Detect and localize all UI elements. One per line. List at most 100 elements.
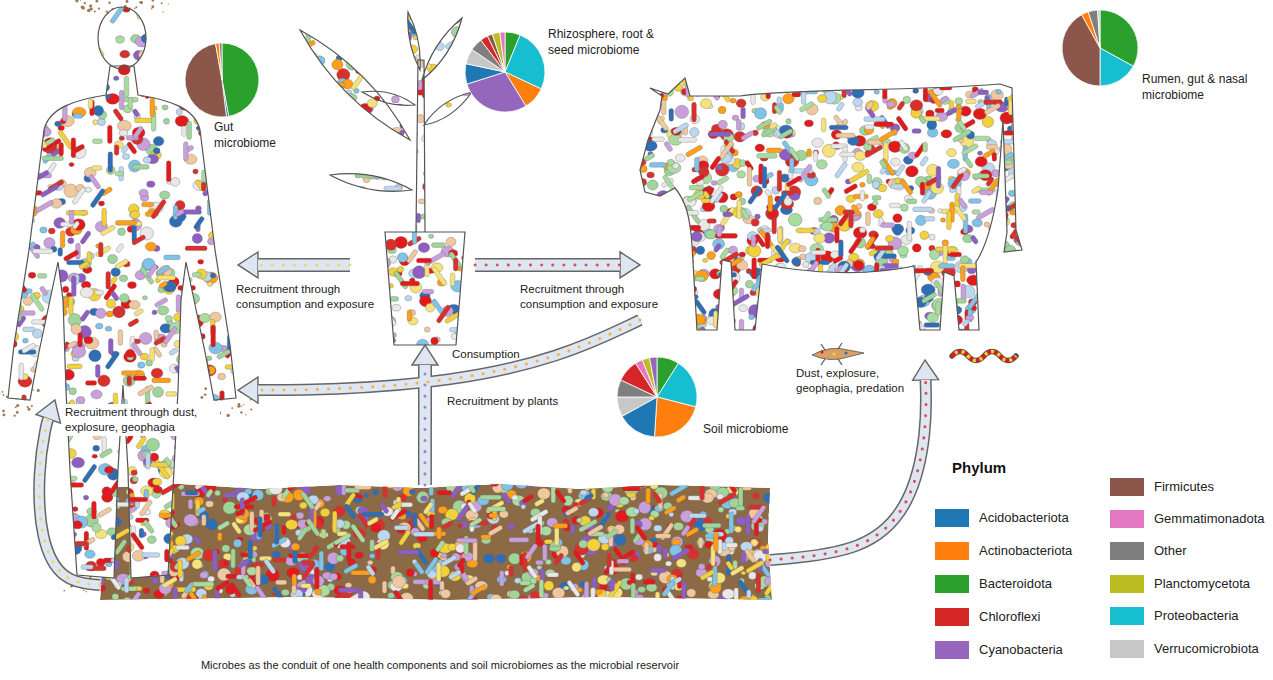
microbe	[587, 539, 600, 551]
microbe	[104, 578, 109, 582]
microbe	[121, 144, 130, 154]
microbe	[40, 21, 48, 28]
microbe	[184, 550, 198, 562]
microbe	[584, 582, 589, 600]
microbe	[234, 191, 239, 206]
microbe	[205, 440, 212, 447]
microbe	[72, 220, 81, 230]
microbe	[127, 467, 136, 476]
microbe	[657, 544, 662, 553]
microbe	[90, 188, 106, 208]
microbe	[147, 536, 156, 544]
microbe	[175, 493, 180, 506]
microbe	[36, 92, 48, 102]
microbe	[192, 582, 214, 587]
microbe	[108, 125, 113, 143]
microbe	[191, 497, 206, 502]
microbe	[28, 99, 38, 109]
microbe	[144, 3, 154, 12]
microbe	[722, 599, 728, 603]
human-fill	[0, 0, 248, 590]
microbe	[28, 272, 36, 278]
microbe	[3, 524, 17, 542]
microbe	[192, 471, 200, 479]
microbe	[211, 325, 216, 347]
microbe	[42, 156, 63, 161]
dust-speck	[134, 7, 136, 9]
microbe	[544, 539, 552, 544]
microbe	[6, 85, 11, 97]
microbe	[44, 339, 56, 348]
microbe	[200, 37, 209, 45]
microbe	[55, 365, 60, 382]
microbe	[103, 558, 117, 563]
microbe	[204, 143, 209, 148]
dust-speck	[14, 415, 16, 417]
microbe	[231, 257, 245, 268]
microbe	[353, 498, 362, 503]
microbe	[65, 557, 75, 568]
microbe	[73, 74, 80, 80]
microbe	[487, 525, 503, 537]
dust-speck	[83, 589, 85, 591]
microbe	[154, 37, 170, 58]
microbe	[441, 520, 454, 530]
microbe	[96, 323, 104, 329]
microbe	[115, 310, 123, 318]
microbe	[66, 449, 77, 459]
microbe	[319, 551, 324, 571]
microbe	[565, 505, 579, 516]
microbe	[208, 169, 222, 174]
microbe	[31, 77, 36, 93]
microbe	[12, 561, 22, 570]
microbe	[14, 149, 20, 154]
microbe	[220, 218, 225, 222]
microbe	[7, 176, 19, 185]
microbe	[489, 594, 502, 606]
microbe	[22, 132, 28, 137]
microbe	[178, 560, 183, 578]
microbe	[649, 516, 655, 521]
microbe	[157, 275, 176, 280]
microbe	[22, 395, 27, 415]
microbe	[537, 488, 550, 500]
microbe	[203, 153, 214, 162]
microbe	[644, 542, 649, 554]
microbe	[119, 90, 124, 109]
microbe	[235, 508, 246, 517]
microbe	[13, 282, 19, 288]
microbe	[111, 268, 120, 277]
microbe	[16, 249, 21, 265]
microbe	[112, 579, 118, 585]
microbe	[22, 96, 35, 107]
microbe	[29, 563, 43, 574]
microbe	[72, 457, 85, 468]
microbe	[607, 553, 612, 567]
microbe	[734, 588, 739, 603]
microbe	[254, 585, 266, 600]
microbe	[215, 518, 229, 529]
microbe	[223, 560, 229, 565]
microbe	[329, 573, 337, 580]
microbe	[141, 78, 146, 97]
microbe	[671, 548, 690, 562]
microbe	[31, 320, 51, 325]
microbe	[116, 509, 126, 517]
microbe	[383, 476, 388, 498]
microbe	[741, 571, 746, 575]
microbe	[150, 348, 155, 362]
microbe	[170, 50, 178, 57]
microbe	[97, 506, 113, 518]
microbe	[130, 210, 140, 218]
microbe	[205, 519, 217, 530]
microbe	[521, 494, 534, 504]
microbe	[49, 507, 69, 512]
microbe	[199, 459, 218, 464]
microbe	[34, 573, 47, 585]
microbe	[429, 514, 434, 529]
microbe	[115, 259, 129, 270]
microbe	[80, 84, 96, 96]
microbe	[233, 415, 244, 429]
dust-speck	[95, 0, 98, 3]
